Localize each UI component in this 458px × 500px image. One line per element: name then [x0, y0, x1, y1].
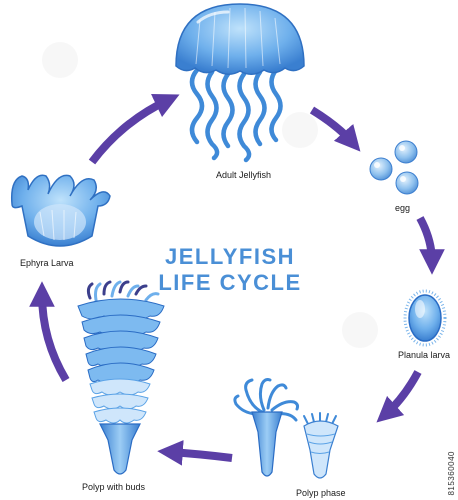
diagram-title: JELLYFISH LIFE CYCLE [140, 244, 320, 296]
egg-cluster-icon [369, 140, 419, 195]
stage-label-egg: egg [395, 203, 411, 213]
arrow-polyp-to-buds [157, 440, 233, 466]
arrow-buds-to-ephyra [29, 281, 70, 383]
stage-label-polyp-phase: Polyp phase [296, 488, 346, 498]
title-line-1: JELLYFISH [164, 244, 296, 269]
polyp-icon [233, 378, 339, 479]
polyp-with-buds-icon [77, 280, 165, 475]
arrow-adult-to-egg [309, 106, 361, 152]
stage-label-planula-larva: Planula larva [398, 350, 451, 360]
adult-jellyfish-icon [175, 3, 305, 163]
stage-label-ephyra-larva: Ephyra Larva [20, 258, 74, 268]
cycle-arrows [29, 93, 445, 466]
planula-larva-icon [403, 289, 447, 347]
arrow-ephyra-to-adult [88, 93, 180, 165]
stage-label-adult-jellyfish: Adult Jellyfish [216, 170, 272, 180]
stage-label-polyp-with-buds: Polyp with buds [82, 482, 146, 492]
ephyra-larva-icon [10, 174, 111, 247]
arrow-egg-to-planula [416, 216, 445, 275]
title-line-2: LIFE CYCLE [158, 270, 302, 295]
stock-id: 815360040 [447, 451, 456, 496]
arrow-planula-to-polyp [376, 370, 422, 423]
